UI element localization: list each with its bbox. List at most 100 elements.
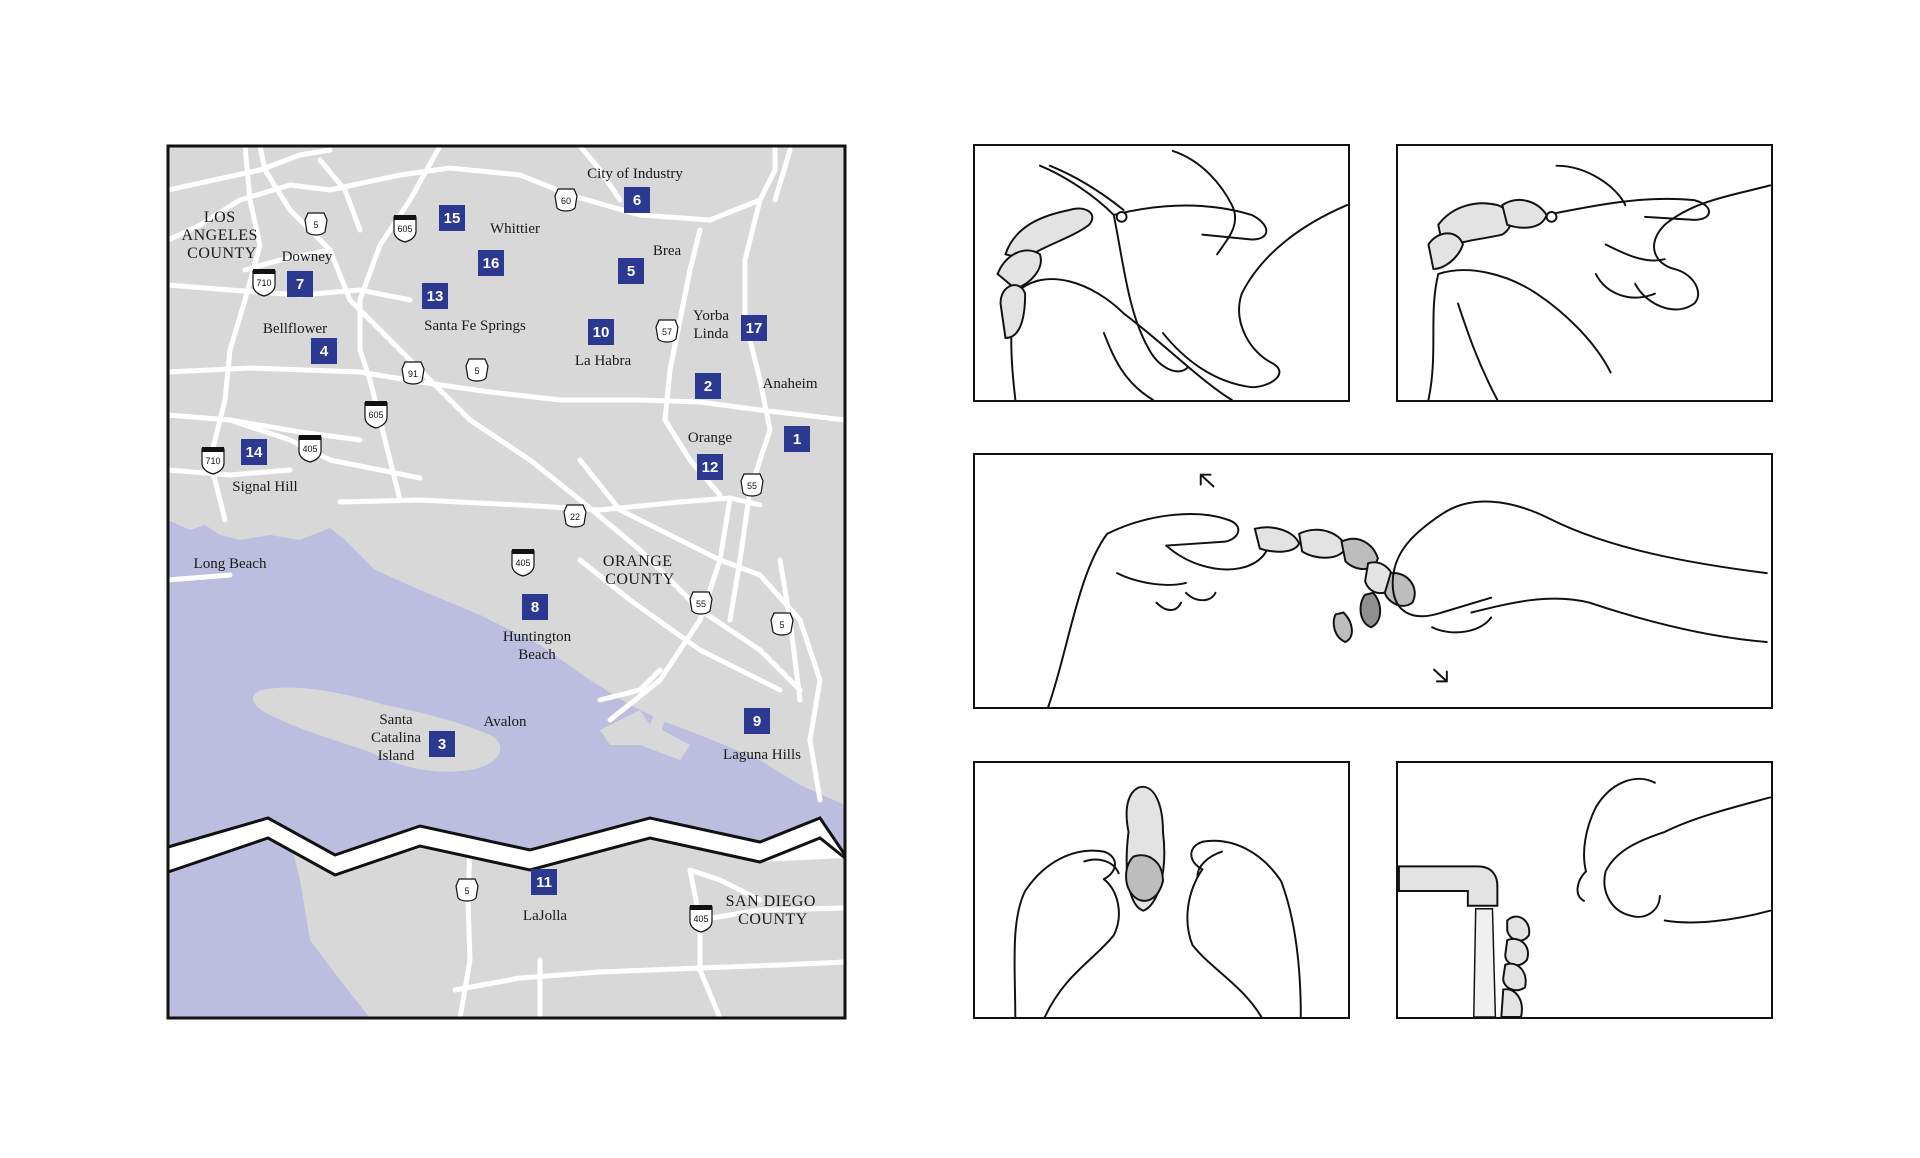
location-marker-number: 3 [438,736,446,753]
highway-shield-number: 405 [302,444,317,454]
location-marker-number: 10 [593,324,610,341]
location-marker-13: 13 [422,283,448,309]
location-marker-7: 7 [287,271,313,297]
location-marker-number: 6 [633,192,641,209]
instruction-panel-5 [1396,761,1773,1019]
place-catalina: Catalina [371,730,421,746]
place-long-beach: Long Beach [194,556,267,572]
place-bellflower: Bellflower [263,321,327,337]
highway-shield-55: 55 [740,473,764,497]
place-avalon: Avalon [483,714,527,730]
highway-shield-number: 405 [515,558,530,568]
location-marker-number: 11 [536,874,552,891]
hands-removing-shell-icon [1427,164,1771,400]
map-south-section [168,838,845,1018]
place-downey: Downey [282,249,333,265]
location-marker-number: 1 [793,431,801,448]
highway-shield-number: 710 [256,278,271,288]
highway-shield-405: 405 [511,549,535,577]
place-island: Island [378,748,415,764]
place-linda: Linda [694,326,729,342]
location-marker-11: 11 [531,869,557,895]
highway-shield-605: 605 [364,401,388,429]
highway-shield-number: 605 [397,224,412,234]
hands-folding-icon [1013,785,1302,1017]
place-huntington: Huntington [503,629,572,645]
highway-shield-55: 55 [689,591,713,615]
location-marker-number: 5 [627,263,635,280]
highway-shield-605: 605 [393,215,417,243]
highway-shield-57: 57 [655,319,679,343]
highway-shield-91: 91 [401,361,425,385]
highway-shield-number: 60 [561,196,571,206]
location-marker-4: 4 [311,338,337,364]
place-santa: Santa [379,712,413,728]
location-marker-10: 10 [588,319,614,345]
highway-shield-number: 605 [368,410,383,420]
location-marker-6: 6 [624,187,650,213]
highway-shield-number: 5 [779,620,784,630]
location-marker-1: 1 [784,426,810,452]
highway-shield-60: 60 [554,188,578,212]
location-marker-number: 13 [427,288,444,305]
place-beach: Beach [518,647,556,663]
place-yorba: Yorba [693,308,729,324]
location-marker-5: 5 [618,258,644,284]
place-lajolla: LaJolla [523,908,567,924]
instruction-panel-3 [973,453,1773,709]
county-label-los-angeles: LOS ANGELES COUNTY [182,209,263,262]
highway-shield-5: 5 [304,212,328,236]
location-marker-number: 4 [320,343,329,360]
location-marker-number: 2 [704,378,712,395]
location-marker-9: 9 [744,708,770,734]
place-anaheim: Anaheim [763,376,818,392]
location-marker-3: 3 [429,731,455,757]
highway-shield-number: 405 [693,914,708,924]
county-label-orange: ORANGE COUNTY [603,553,677,588]
instruction-panel-2 [1396,144,1773,402]
location-marker-number: 12 [702,459,719,476]
highway-shield-405: 405 [298,435,322,463]
highway-shield-number: 22 [570,512,580,522]
highway-shield-number: 57 [662,327,672,337]
place-orange: Orange [688,430,732,446]
highway-shield-number: 5 [474,366,479,376]
hands-rinsing-under-faucet-icon [1398,778,1771,1017]
highway-shield-405: 405 [689,905,713,933]
highway-shield-22: 22 [563,504,587,528]
highway-shield-number: 710 [205,456,220,466]
county-label-san-diego: SAN DIEGO COUNTY [726,893,821,928]
highway-shield-number: 5 [464,886,469,896]
location-marker-number: 15 [444,210,461,227]
location-marker-2: 2 [695,373,721,399]
location-marker-12: 12 [697,454,723,480]
place-whittier: Whittier [490,221,540,237]
pacific-ocean [168,520,845,855]
place-signal-hill: Signal Hill [232,479,297,495]
place-la-habra: La Habra [575,353,632,369]
location-marker-number: 14 [246,444,263,461]
hands-pulling-tendon-icon [996,149,1348,400]
location-marker-17: 17 [741,315,767,341]
location-marker-16: 16 [478,250,504,276]
location-marker-number: 17 [746,320,763,337]
location-marker-15: 15 [439,205,465,231]
instruction-panel-1 [973,144,1350,402]
highway-shield-number: 55 [696,599,706,609]
place-city-of-industry: City of Industry [587,166,683,182]
highway-shield-710: 710 [252,269,276,297]
location-marker-14: 14 [241,439,267,465]
place-santa-fe-springs: Santa Fe Springs [424,318,526,334]
highway-shield-number: 55 [747,481,757,491]
location-marker-number: 8 [531,599,539,616]
location-marker-number: 9 [753,713,761,730]
instruction-panel-4 [973,761,1350,1019]
pacific-ocean-south [168,840,370,1018]
location-marker-number: 16 [483,255,500,272]
highway-shield-5: 5 [465,358,489,382]
place-brea: Brea [653,243,682,259]
highway-shield-5: 5 [455,878,479,902]
location-marker-number: 7 [296,276,304,293]
highway-shield-5: 5 [770,612,794,636]
